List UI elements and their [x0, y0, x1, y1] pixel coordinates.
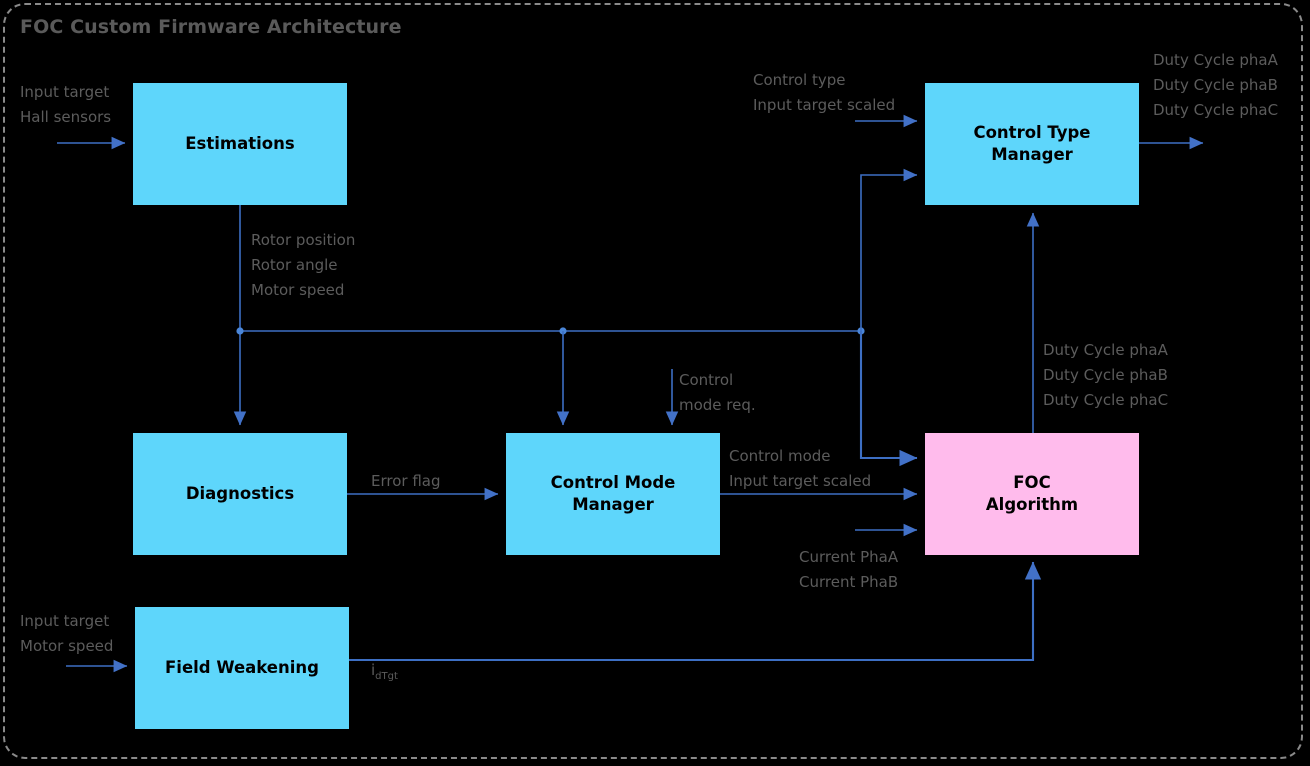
- label-estimations-input: Input target Hall sensors: [20, 83, 112, 126]
- block-foc-algorithm[interactable]: FOC Algorithm: [925, 433, 1139, 555]
- label-estimations-output: Rotor position Rotor angle Motor speed: [251, 231, 356, 299]
- label-control-type-output: Duty Cycle phaA Duty Cycle phaB Duty Cyc…: [1153, 51, 1279, 119]
- label-foc-current-input: Current PhaA Current PhaB: [799, 548, 899, 591]
- block-estimations[interactable]: Estimations: [133, 83, 347, 205]
- label-control-mode-to-foc: Control mode Input target scaled: [729, 447, 872, 490]
- idtgt-base: i: [371, 661, 376, 679]
- block-diagnostics[interactable]: Diagnostics: [133, 433, 347, 555]
- wire-bus-to-control-type-manager: [860, 168, 918, 331]
- label-error-flag: Error flag: [371, 472, 441, 490]
- wire-field-weakening-to-foc: [349, 561, 1042, 662]
- block-control-type-manager[interactable]: Control Type Manager: [925, 83, 1139, 205]
- block-control-mode-manager[interactable]: Control Mode Manager: [506, 433, 720, 555]
- wire-signal-bus: [236, 327, 865, 335]
- idtgt-subscript: dTgt: [375, 671, 398, 682]
- block-field-weakening[interactable]: Field Weakening: [135, 607, 349, 729]
- label-field-weakening-input: Input target Motor speed: [20, 612, 114, 655]
- label-control-mode-req: Control mode req.: [679, 371, 756, 414]
- diagram-title: FOC Custom Firmware Architecture: [20, 16, 402, 38]
- label-foc-duty-output: Duty Cycle phaA Duty Cycle phaB Duty Cyc…: [1043, 341, 1169, 409]
- label-idtgt: idTgt: [371, 633, 398, 689]
- wire-bus-to-foc-algorithm: [859, 331, 918, 467]
- label-control-type-input: Control type Input target scaled: [753, 71, 896, 114]
